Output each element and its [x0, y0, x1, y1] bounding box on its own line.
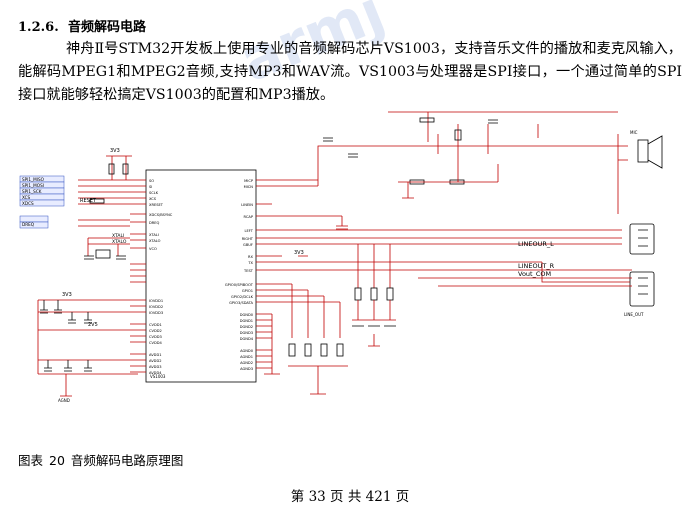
left-pin-label: VCO: [149, 247, 157, 251]
audio-out-label: Vout_COM: [518, 270, 551, 278]
left-pin-label: AVDD4: [149, 371, 162, 375]
right-pin-label: LEFT: [245, 229, 254, 233]
body-paragraph: 神舟Ⅱ号STM32开发板上使用专业的音频解码芯片VS1003，支持音乐文件的播放…: [18, 38, 682, 107]
page-footer: 第 33 页 共 421 页: [290, 489, 410, 505]
jack-label: LINE_OUT: [624, 312, 644, 317]
left-pin-label: AVDD3: [149, 365, 162, 369]
schematic-diagram: VS1003 SO SI SCLK XCS XRESET XDCS/BSYNC …: [19, 111, 663, 403]
caption-number: 20: [49, 453, 65, 468]
left-pin-label: SI: [149, 185, 152, 189]
left-pin-label: AVDD1: [149, 353, 162, 357]
right-pin-label: TX: [247, 261, 253, 265]
right-pin-label: GPIO3/SDATA: [229, 301, 253, 305]
jack-label: MIC: [630, 130, 638, 135]
net-label: SPI1_SCK: [22, 189, 42, 194]
right-pin-label: DGND3: [240, 331, 253, 335]
left-pin-label: DREQ: [149, 221, 160, 225]
left-pin-label: XDCS/BSYNC: [149, 213, 173, 217]
right-pin-label: DGND0: [240, 313, 254, 317]
right-pin-label: LINEIN: [241, 203, 253, 207]
right-pin-label: GPIO1: [242, 289, 253, 293]
left-pin-label: SCLK: [149, 191, 159, 195]
audio-out-label: LINEOUR_L: [518, 240, 554, 248]
left-pin-label: XTALI: [149, 233, 159, 237]
net-label: SPI1_MOSI: [22, 183, 44, 188]
net-label: XDCS: [22, 201, 34, 206]
right-pin-label: RX: [248, 255, 253, 259]
left-pin-label: CVDD1: [149, 323, 162, 327]
right-pin-label: AGND2: [240, 361, 253, 365]
net-label: XTALI: [112, 233, 124, 239]
left-pin-label: CVDD2: [149, 329, 162, 333]
supply-label: 3V3: [294, 250, 304, 256]
caption-text: 音频解码电路原理图: [70, 453, 184, 468]
net-label: DREQ: [22, 222, 35, 227]
left-pin-label: IOVDD2: [149, 305, 163, 309]
section-title: 音频解码电路: [68, 20, 147, 35]
left-pin-label: XRESET: [149, 203, 164, 207]
left-pin-label: XTALO: [149, 239, 161, 243]
audio-out-label: LINEOUT_R: [518, 262, 555, 270]
right-pin-label: RCAP: [244, 215, 254, 219]
right-pin-label: RIGHT: [242, 237, 254, 241]
right-pin-label: MICP: [244, 179, 254, 183]
left-pin-label: CVDD3: [149, 335, 162, 339]
right-pin-label: GPIO0/SPIBOOT: [225, 283, 254, 287]
right-pin-label: DGND1: [240, 319, 253, 323]
right-pin-label: GPIO2/DCLK: [231, 295, 254, 299]
supply-label: 2V5: [88, 322, 98, 328]
chip-label: VS1003: [150, 374, 166, 379]
paragraph-text: 神舟Ⅱ号STM32开发板上使用专业的音频解码芯片VS1003，支持音乐文件的播放…: [18, 41, 682, 103]
figure-caption: 图表 20 音频解码电路原理图: [18, 450, 183, 469]
left-pin-label: IOVDD1: [149, 299, 163, 303]
right-pin-label: AGND3: [240, 367, 253, 371]
left-pin-label: IOVDD3: [149, 311, 163, 315]
left-pin-label: SO: [149, 179, 154, 183]
left-pin-label: CVDD4: [149, 341, 163, 345]
right-pin-label: AGND1: [240, 355, 253, 359]
supply-label: 3V3: [62, 292, 72, 298]
caption-label: 图表: [18, 453, 44, 468]
right-pin-label: MICN: [244, 185, 254, 189]
section-heading: 1.2.6. 音频解码电路: [18, 16, 146, 35]
supply-label: 3V3: [110, 148, 120, 154]
right-pin-label: DGND2: [240, 325, 253, 329]
left-pin-label: AVDD2: [149, 359, 162, 363]
right-pin-label: TEST: [243, 269, 254, 273]
net-label: XCS: [22, 195, 30, 200]
section-number: 1.2.6.: [18, 20, 59, 35]
right-pin-label: DGND4: [240, 337, 254, 341]
right-pin-label: AGND0: [240, 349, 254, 353]
net-label: SPI1_MISO: [22, 177, 45, 182]
net-label: XTALO: [112, 239, 127, 245]
net-label: RESET: [80, 198, 97, 204]
right-pin-label: GBUF: [243, 243, 253, 247]
ground-label: AGND: [58, 398, 70, 403]
left-pin-label: XCS: [149, 197, 157, 201]
